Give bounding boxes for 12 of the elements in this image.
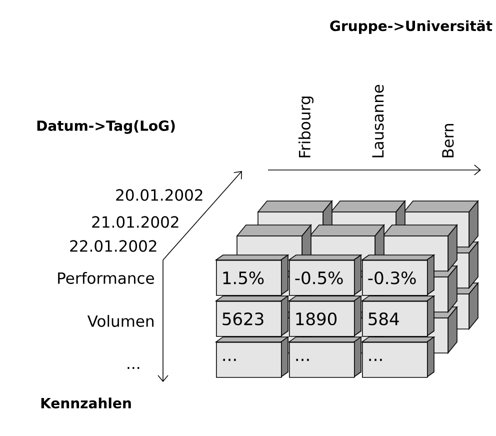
row-label: Volumen [87, 314, 154, 327]
axis-label: 22.01.2002 [70, 240, 156, 252]
row-label: ... [128, 367, 140, 369]
axis-title: Datum->Tag(LoG) [37, 120, 175, 134]
axis-title: Kennzahlen [41, 398, 131, 408]
axis-label: 21.01.2002 [92, 216, 178, 228]
row-label: Performance [58, 272, 154, 284]
axis-label: Fribourg [298, 96, 314, 158]
axis-label: 20.01.2002 [116, 189, 202, 201]
axis-label: Bern [442, 124, 454, 158]
axis-title: Gruppe->Universität [330, 20, 492, 34]
axis-label: Lausanne [372, 84, 384, 158]
